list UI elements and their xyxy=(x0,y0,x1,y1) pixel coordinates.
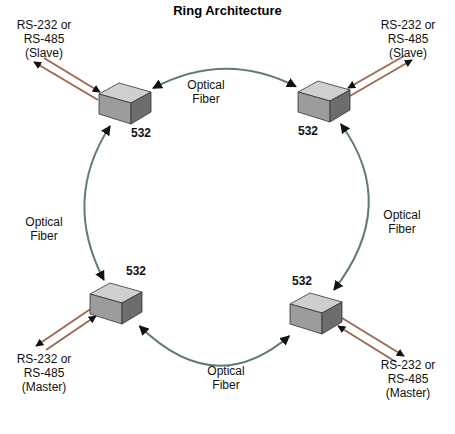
port-label: RS-232 or RS-485 (Slave) xyxy=(8,18,80,60)
device-box: 532 xyxy=(97,80,153,126)
port-label: RS-232 or RS-485 (Slave) xyxy=(372,18,444,60)
serial-wire xyxy=(44,58,100,92)
fiber-label: Optical Fiber xyxy=(180,78,232,106)
serial-wire xyxy=(46,316,96,350)
fiber-label: Optical Fiber xyxy=(200,364,252,392)
device-number: 532 xyxy=(131,126,151,140)
serial-wire xyxy=(338,326,396,362)
port-label: RS-232 or RS-485 (Master) xyxy=(6,352,82,394)
fiber-label: Optical Fiber xyxy=(18,215,70,243)
device-box: 532 xyxy=(296,78,352,124)
device-shape xyxy=(97,80,153,126)
fiber-link xyxy=(334,124,369,290)
serial-wire xyxy=(34,62,98,100)
fiber-link xyxy=(84,126,110,280)
device-number: 532 xyxy=(292,274,312,288)
fiber-link xyxy=(139,326,289,366)
device-number: 532 xyxy=(126,264,146,278)
port-label: RS-232 or RS-485 (Master) xyxy=(370,358,446,400)
device-box: 532 xyxy=(288,290,344,336)
serial-wire xyxy=(342,318,404,356)
device-shape xyxy=(88,280,144,326)
device-number: 532 xyxy=(298,124,318,138)
diagram-title: Ring Architecture xyxy=(0,3,455,18)
serial-wire xyxy=(350,60,412,96)
device-box: 532 xyxy=(88,280,144,326)
fiber-label: Optical Fiber xyxy=(376,208,428,236)
serial-wire xyxy=(36,308,92,346)
device-shape xyxy=(296,78,352,124)
device-shape xyxy=(288,290,344,336)
serial-wire xyxy=(348,56,404,88)
